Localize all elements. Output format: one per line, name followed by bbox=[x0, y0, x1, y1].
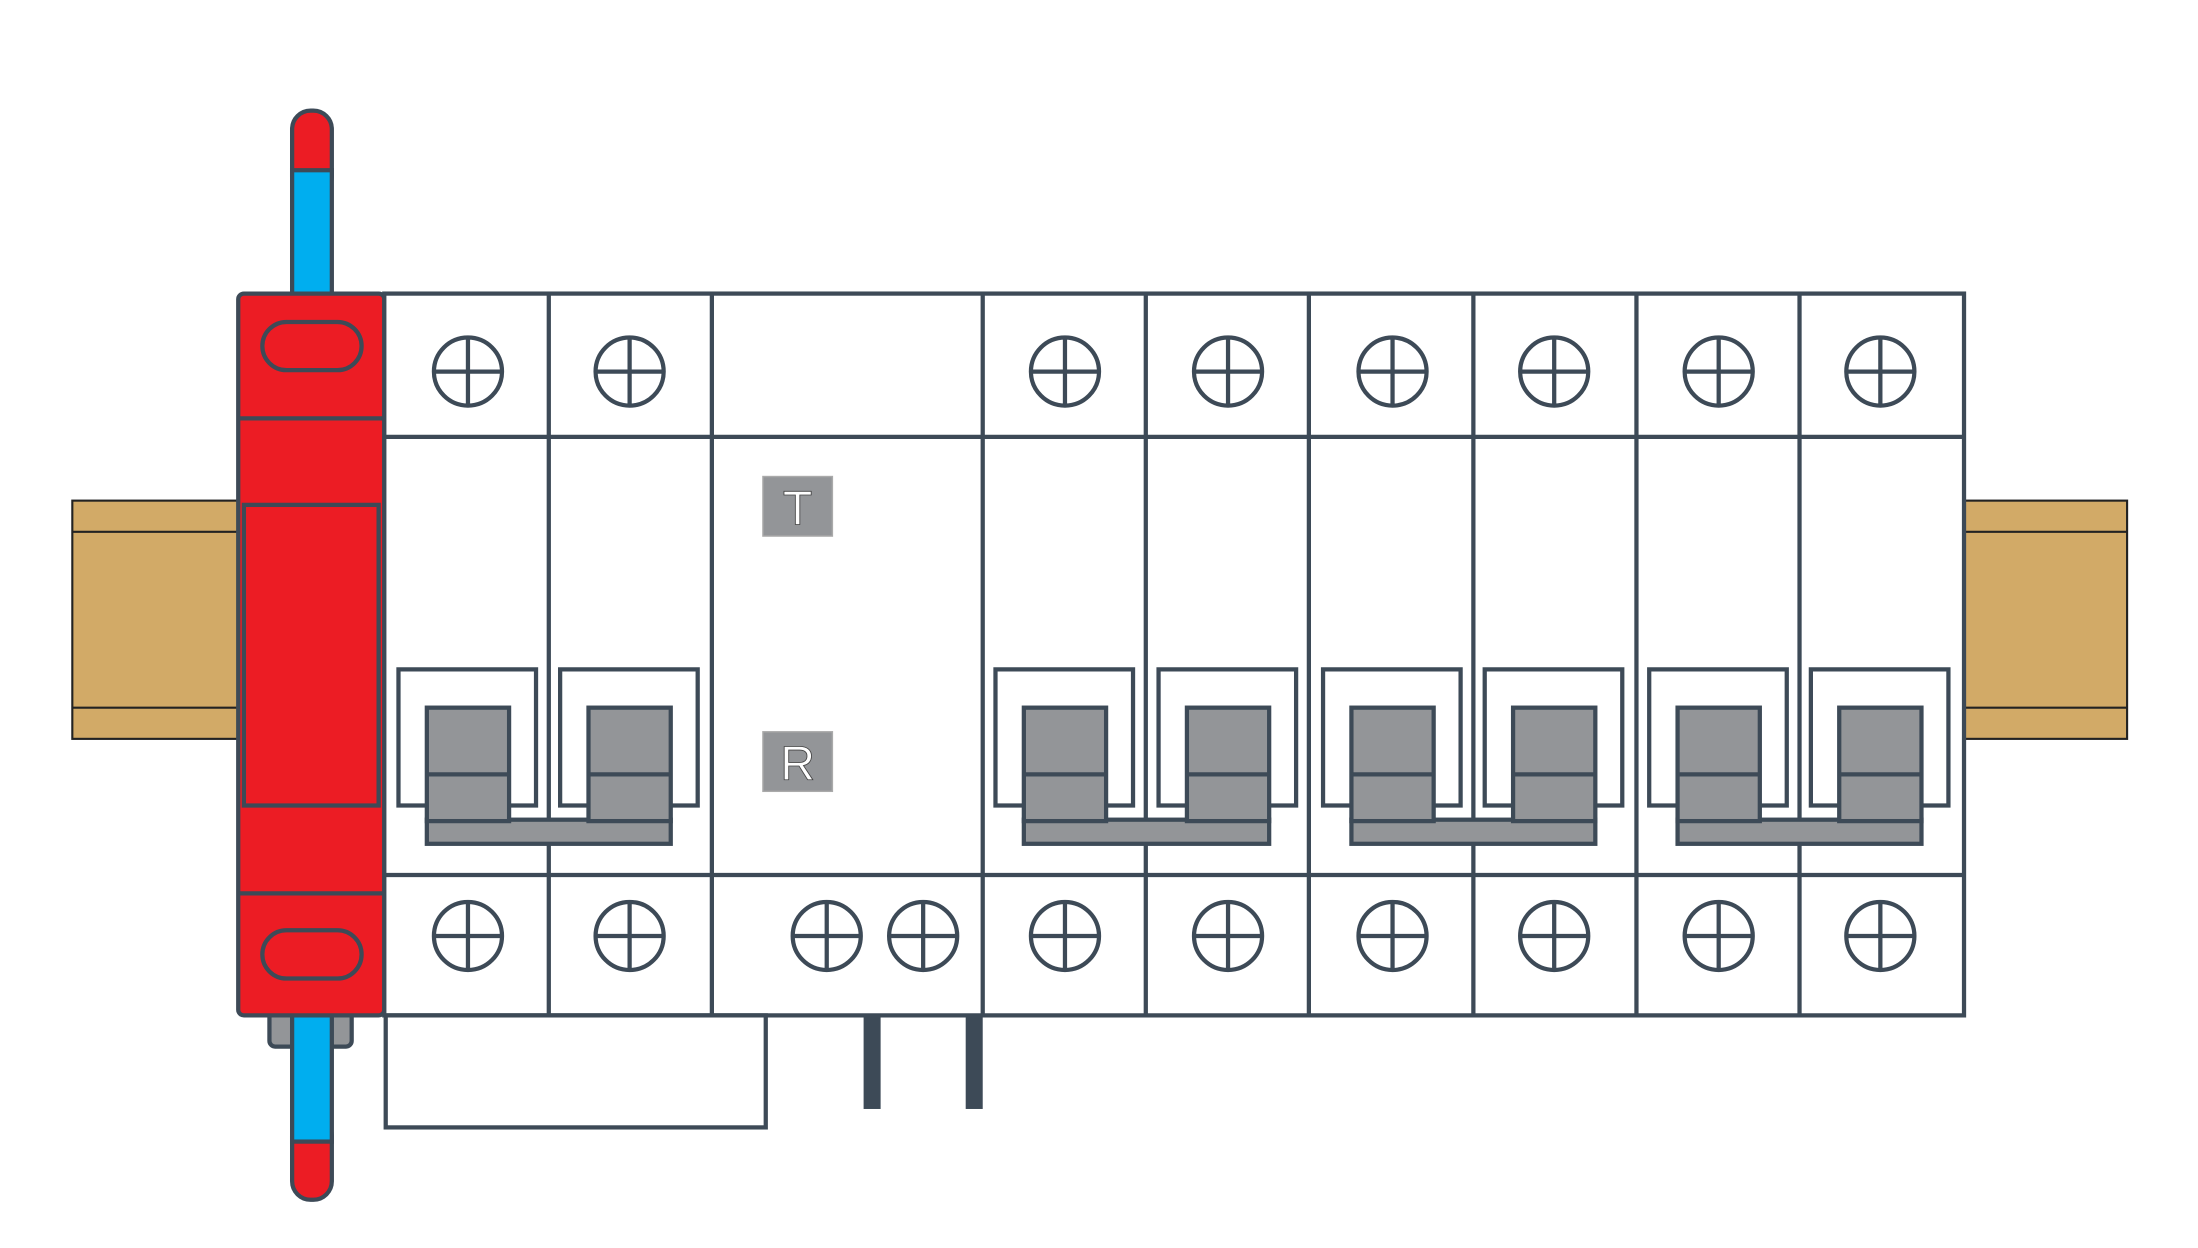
toggle-lever[interactable] bbox=[1510, 705, 1598, 824]
terminal-screw-icon bbox=[431, 335, 505, 408]
breaker-toggle-pair[interactable] bbox=[396, 667, 700, 846]
breaker-toggle-pair[interactable] bbox=[1320, 667, 1625, 846]
terminal-screw-icon bbox=[1191, 899, 1265, 973]
mounting-slot-bottom bbox=[260, 928, 364, 981]
toggle-tie-bar bbox=[1675, 817, 1924, 846]
terminal-screw-icon bbox=[1191, 335, 1265, 408]
din-rail-left bbox=[71, 499, 240, 740]
terminal-screw-icon bbox=[593, 335, 666, 408]
terminal-screw-icon bbox=[790, 899, 863, 973]
mounting-slot-top bbox=[260, 319, 364, 373]
busbar-cover bbox=[383, 1013, 768, 1130]
breaker-toggle-pair[interactable] bbox=[993, 667, 1299, 846]
terminal-screw-icon bbox=[1518, 899, 1591, 973]
neutral-wire-2 bbox=[965, 1015, 983, 1109]
terminal-screw-icon bbox=[431, 899, 505, 973]
toggle-tie-bar bbox=[1021, 817, 1272, 846]
din-rail-right bbox=[1962, 499, 2129, 740]
terminal-screw-icon bbox=[1518, 335, 1591, 408]
terminal-screw-icon bbox=[1844, 335, 1917, 408]
toggle-tie-bar bbox=[1349, 817, 1598, 846]
toggle-lever[interactable] bbox=[1184, 705, 1272, 824]
terminal-screw-icon bbox=[1844, 899, 1917, 973]
reset-label: R bbox=[780, 737, 815, 791]
toggle-lever[interactable] bbox=[586, 705, 673, 824]
surge-pin-bottom bbox=[267, 1007, 354, 1202]
breaker-toggle-pair[interactable] bbox=[1647, 667, 1951, 846]
terminal-screw-icon bbox=[1028, 335, 1102, 408]
toggle-lever[interactable] bbox=[1837, 705, 1924, 824]
toggle-lever[interactable] bbox=[1675, 705, 1762, 824]
terminal-screw-icon bbox=[593, 899, 666, 973]
terminal-screw-icon bbox=[1356, 335, 1429, 408]
toggle-lever[interactable] bbox=[1021, 705, 1109, 824]
rcd-test-button[interactable]: T bbox=[762, 475, 834, 537]
terminal-screw-icon bbox=[1682, 335, 1755, 408]
toggle-lever[interactable] bbox=[424, 705, 512, 824]
terminal-screw-icon bbox=[1028, 899, 1102, 973]
surge-protection-module bbox=[236, 291, 387, 1018]
surge-pin-top bbox=[289, 108, 334, 298]
toggle-lever[interactable] bbox=[1349, 705, 1436, 824]
toggle-tie-bar bbox=[424, 817, 673, 846]
terminal-screw-icon bbox=[1356, 899, 1429, 973]
terminal-screw-icon bbox=[1682, 899, 1755, 973]
test-label: T bbox=[783, 482, 812, 536]
neutral-wire-1 bbox=[863, 1015, 881, 1109]
breaker-row bbox=[382, 291, 1967, 1018]
terminal-screw-icon bbox=[886, 899, 960, 973]
rcd-reset-button[interactable]: R bbox=[762, 731, 834, 793]
